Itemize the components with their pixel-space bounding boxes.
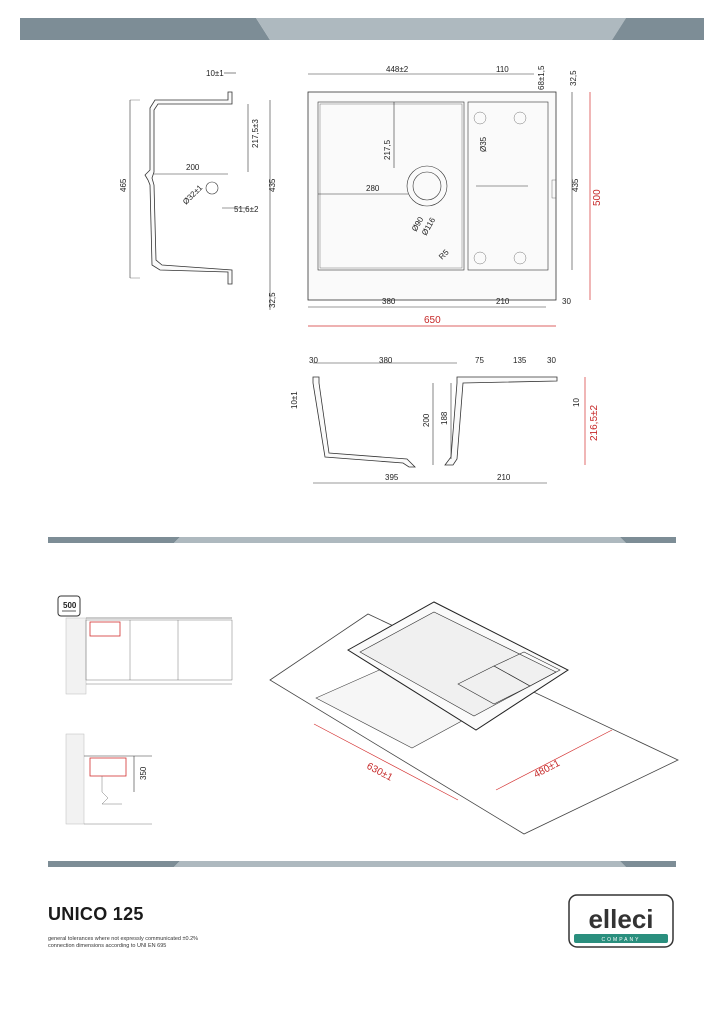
dim-f188: 188 <box>440 411 449 425</box>
dim-f10b: 10 <box>572 398 581 407</box>
dim-f380: 380 <box>379 356 393 365</box>
cabinet-elevation: 500 <box>57 595 233 695</box>
front-section-drawing: 30 380 75 135 30 10±1 200 188 10 216,5±2… <box>290 356 600 484</box>
dim-500: 500 <box>592 189 603 206</box>
dim-435-top: 435 <box>571 178 580 192</box>
dim-f75: 75 <box>475 356 484 365</box>
tolerance-note: general tolerances where not expressly c… <box>48 936 199 942</box>
dim-210: 210 <box>496 297 510 306</box>
dim-f135: 135 <box>513 356 527 365</box>
dim-tap: Ø35 <box>479 136 488 152</box>
dim-448: 448±2 <box>386 65 409 74</box>
dim-217-top: 217,5 <box>383 139 392 160</box>
dim-280: 280 <box>366 184 380 193</box>
dim-435: 435 <box>268 178 277 192</box>
dim-32: 32,5 <box>268 292 277 308</box>
side-profile-drawing: 465 10±1 217,5±3 200 Ø32±1 51,6±2 435 32… <box>119 69 277 310</box>
dim-f395: 395 <box>385 473 399 482</box>
product-title: UNICO 125 <box>48 904 144 924</box>
dim-f30: 30 <box>309 356 318 365</box>
dim-650: 650 <box>424 315 441 326</box>
elleci-logo: elleci COMPANY <box>568 894 674 948</box>
dim-380: 380 <box>382 297 396 306</box>
dim-30: 30 <box>562 297 571 306</box>
dim-hole: Ø32±1 <box>181 183 205 207</box>
cabinet-label: 500 <box>63 601 77 610</box>
logo-sub: COMPANY <box>602 937 641 943</box>
dim-f30b: 30 <box>547 356 556 365</box>
dim-rim: 10±1 <box>206 69 224 78</box>
top-view-drawing: 448±2 110 68±1,5 32,5 217,5 Ø35 280 Ø90 … <box>307 65 603 327</box>
cabinet-section: 350 <box>65 733 152 825</box>
dim-f210: 210 <box>497 473 511 482</box>
dim-51: 51,6±2 <box>234 205 259 214</box>
dim-f10: 10±1 <box>290 391 299 409</box>
top-header-band <box>20 18 704 40</box>
dim-217: 217,5±3 <box>251 119 260 148</box>
dim-32-5: 32,5 <box>569 70 578 86</box>
logo-text: elleci <box>588 904 653 934</box>
isometric-install-view: 630±1 480±1 <box>269 601 679 835</box>
dim-f216: 216,5±2 <box>589 404 600 441</box>
middle-band <box>48 537 676 543</box>
dim-68: 68±1,5 <box>537 65 546 90</box>
bottom-band <box>48 861 676 867</box>
connection-note: connection dimensions according to UNI E… <box>48 943 167 949</box>
dim-f200: 200 <box>422 413 431 427</box>
dim-110: 110 <box>496 65 509 74</box>
dim-350: 350 <box>139 766 148 780</box>
dim-465: 465 <box>119 178 128 192</box>
dim-200: 200 <box>186 163 200 172</box>
